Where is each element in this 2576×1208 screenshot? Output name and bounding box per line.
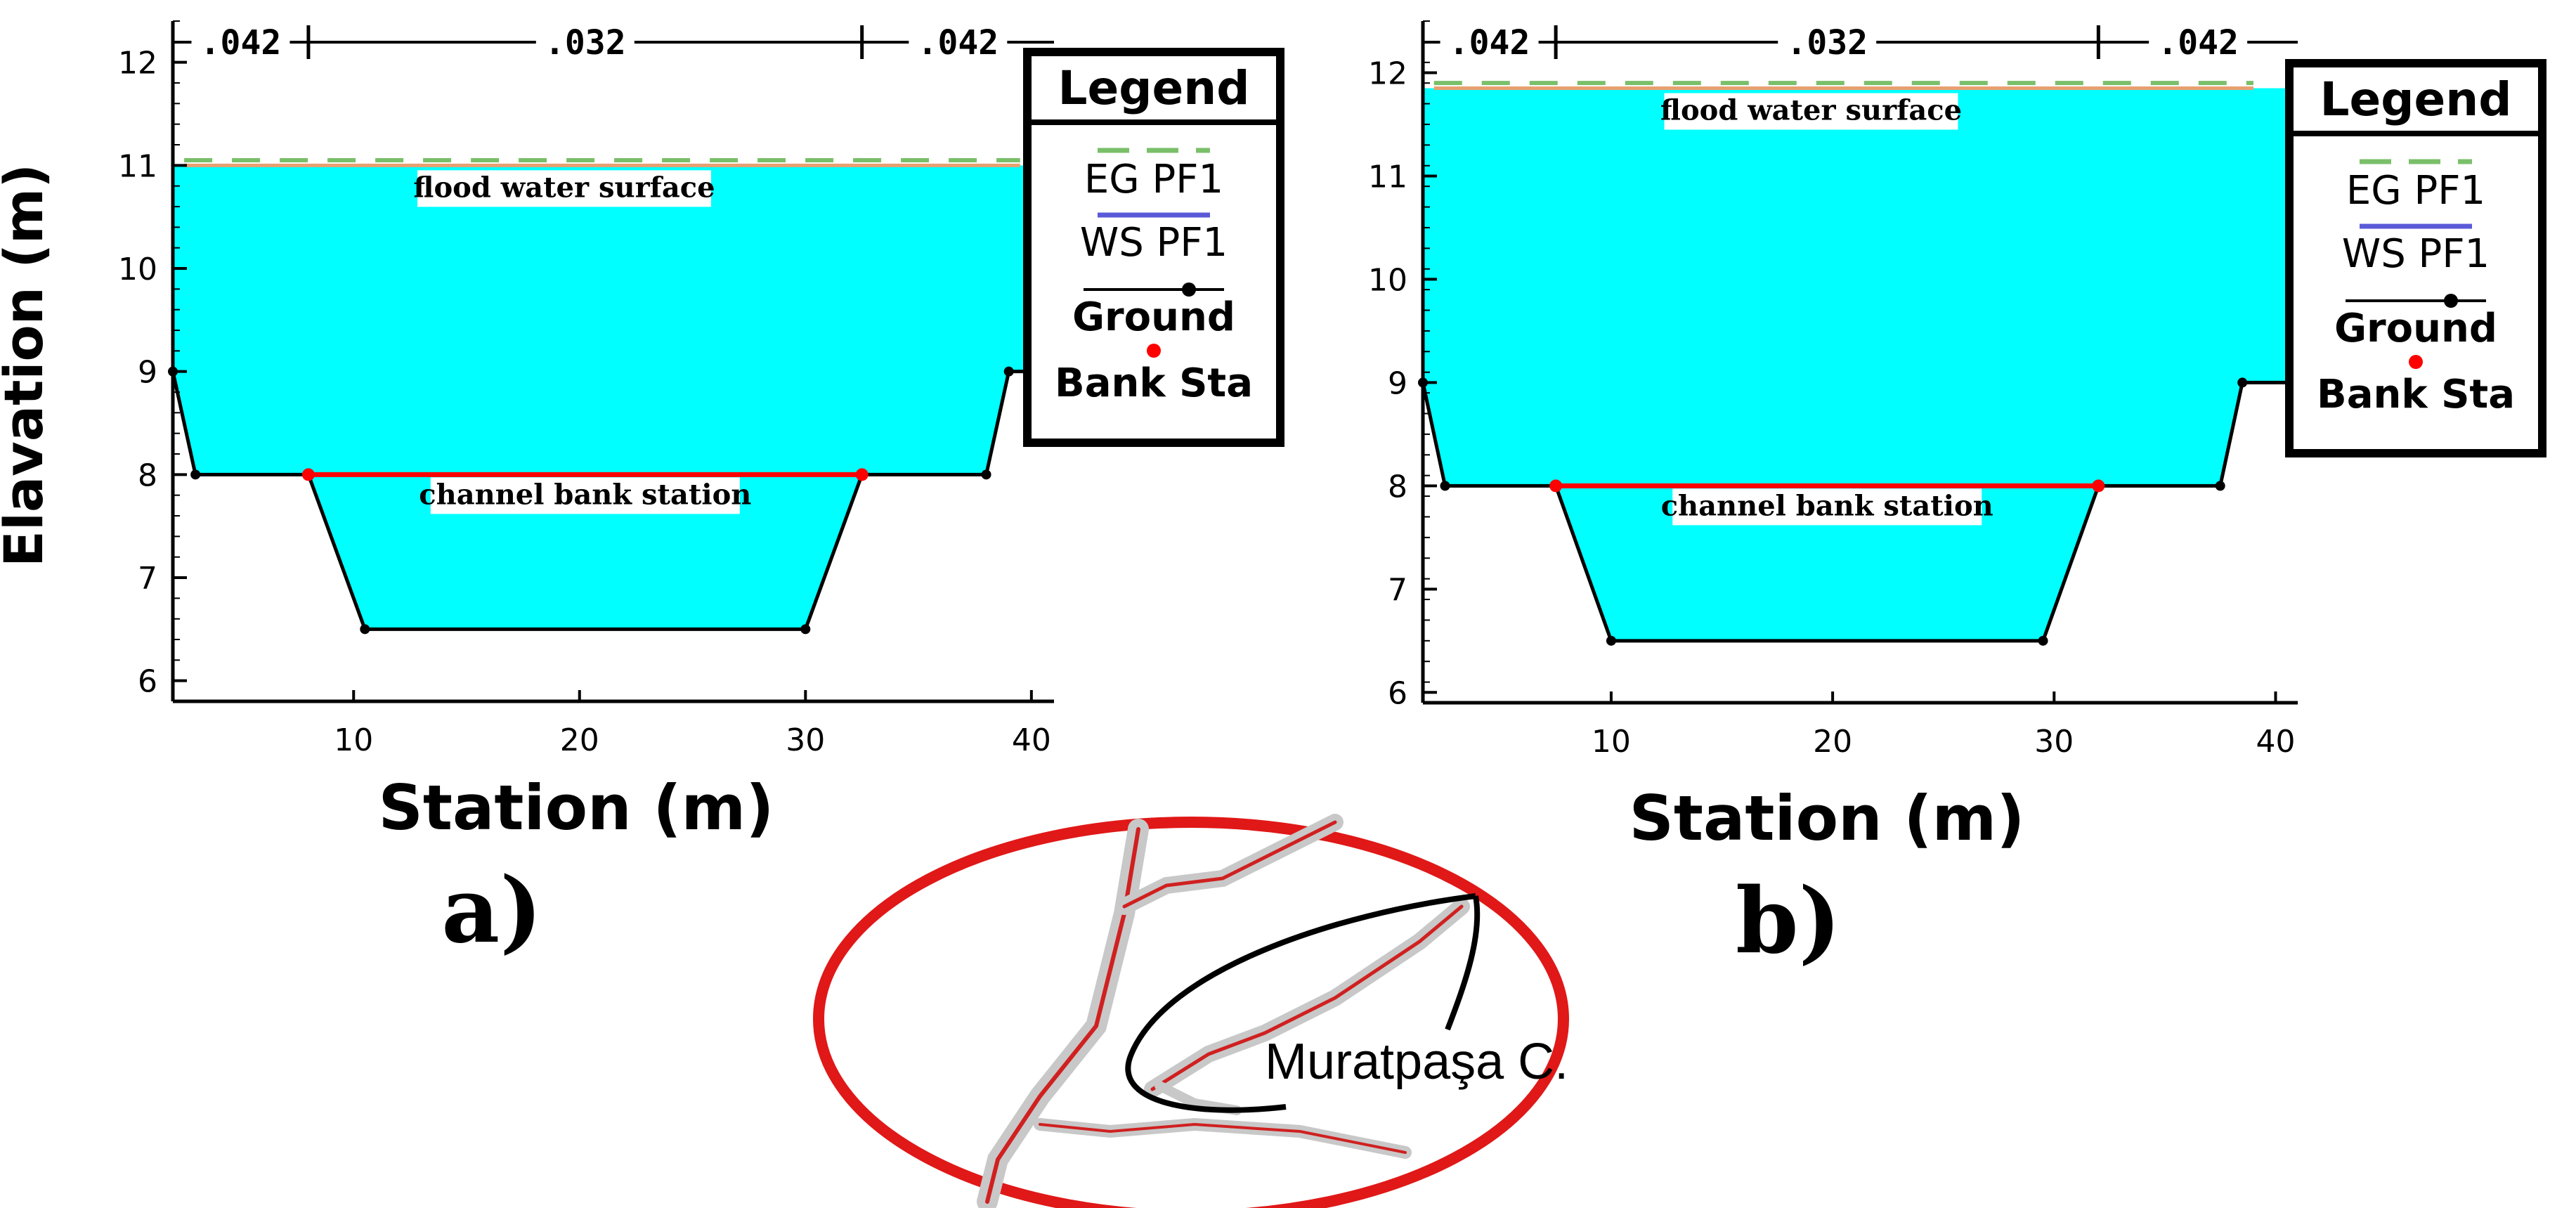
legend-title: Legend xyxy=(1058,61,1249,115)
y-tick-label: 7 xyxy=(1388,572,1407,608)
y-tick-label: 10 xyxy=(118,252,157,287)
legend-entry: Bank Sta xyxy=(2317,372,2515,417)
y-tick-label: 7 xyxy=(138,561,157,597)
ground-point xyxy=(190,469,201,480)
water-area xyxy=(1423,88,2298,641)
ground-point xyxy=(2215,481,2225,491)
annotation-box xyxy=(1672,488,1982,526)
ground-point xyxy=(2237,377,2248,388)
annotation-box xyxy=(430,477,740,514)
panel-b: flood water surface channel bank station 6… xyxy=(1368,20,2546,974)
y-tick-label: 9 xyxy=(138,355,157,391)
y-tick-label: 12 xyxy=(1368,56,1407,91)
legend-swatch-bank xyxy=(2409,355,2423,369)
manning-n-label: .042 xyxy=(918,23,999,63)
y-tick-label: 11 xyxy=(1368,159,1407,195)
ground-point xyxy=(360,624,370,635)
legend-entry: Bank Sta xyxy=(1055,361,1253,406)
x-tick-label: 10 xyxy=(1592,724,1631,760)
ground-point xyxy=(1606,635,1616,646)
annotation-flood-water-surface: flood water surface xyxy=(413,171,715,204)
inset-label: Muratpaşa C. xyxy=(1265,1034,1568,1090)
y-axis-title: Elavation (m) xyxy=(0,164,55,567)
manning-n-label: .042 xyxy=(1449,23,1530,63)
x-tick-label: 20 xyxy=(560,722,599,758)
x-tick-label: 20 xyxy=(1813,724,1852,760)
legend-entry: Ground xyxy=(2334,306,2497,351)
stream-network xyxy=(977,814,1470,1208)
x-tick-label: 30 xyxy=(786,722,825,758)
panel-label: a) xyxy=(441,858,542,963)
manning-n-label: .032 xyxy=(545,23,626,63)
annotation-box xyxy=(1664,93,1958,130)
bank-station-point xyxy=(301,468,315,481)
water-area xyxy=(173,165,1054,630)
y-tick-label: 6 xyxy=(1388,675,1407,711)
x-tick-label: 10 xyxy=(334,722,373,758)
legend-entry: WS PF1 xyxy=(2342,231,2490,277)
manning-n-label: .042 xyxy=(2157,23,2239,63)
inset-ellipse xyxy=(813,817,1569,1208)
legend-title: Legend xyxy=(2320,72,2511,126)
y-tick-label: 6 xyxy=(138,664,157,700)
y-tick-label: 10 xyxy=(1368,262,1407,298)
bank-station-point xyxy=(1549,479,1563,493)
y-tick-label: 12 xyxy=(118,46,157,82)
manning-n-label: .042 xyxy=(200,23,282,63)
annotation-flood-water-surface: flood water surface xyxy=(1660,94,1962,127)
legend-swatch-ground-dot xyxy=(2444,294,2458,308)
panel-a: flood water surface channel bank station 6… xyxy=(0,20,1284,963)
x-tick-label: 30 xyxy=(2034,724,2074,760)
x-axis-title: Station (m) xyxy=(379,772,774,844)
callout-loop xyxy=(1125,893,1481,1113)
ground-point xyxy=(800,624,811,635)
y-tick-label: 8 xyxy=(1388,469,1407,505)
x-tick-label: 40 xyxy=(1012,722,1051,758)
y-tick-label: 11 xyxy=(118,148,157,184)
legend-box xyxy=(1023,48,1284,447)
ground-point xyxy=(1440,481,1450,491)
ground-point xyxy=(2038,635,2048,646)
y-tick-label: 8 xyxy=(138,457,157,493)
annotation-channel-bank-station: channel bank station xyxy=(1661,489,1993,522)
legend-entry: EG PF1 xyxy=(1084,157,1223,202)
annotation-channel-bank-station: channel bank station xyxy=(419,478,751,511)
ground-point xyxy=(981,469,991,480)
legend-swatch-ground-dot xyxy=(1182,282,1196,297)
legend-entry: Ground xyxy=(1072,294,1235,340)
x-tick-label: 40 xyxy=(2256,724,2295,760)
bank-station-point xyxy=(2092,479,2105,493)
panel-label: b) xyxy=(1736,869,1841,974)
annotation-box xyxy=(417,170,711,207)
x-axis-title: Station (m) xyxy=(1629,782,2025,855)
ground-point xyxy=(1003,366,1014,377)
y-tick-label: 9 xyxy=(1388,365,1407,401)
legend-entry: WS PF1 xyxy=(1080,220,1228,266)
inset-map: Muratpaşa C. xyxy=(813,814,1569,1208)
legend-swatch-bank xyxy=(1147,344,1161,358)
manning-n-label: .032 xyxy=(1786,23,1868,63)
legend-entry: EG PF1 xyxy=(2346,168,2485,214)
legend-box xyxy=(2285,59,2546,457)
bank-station-point xyxy=(855,468,869,481)
